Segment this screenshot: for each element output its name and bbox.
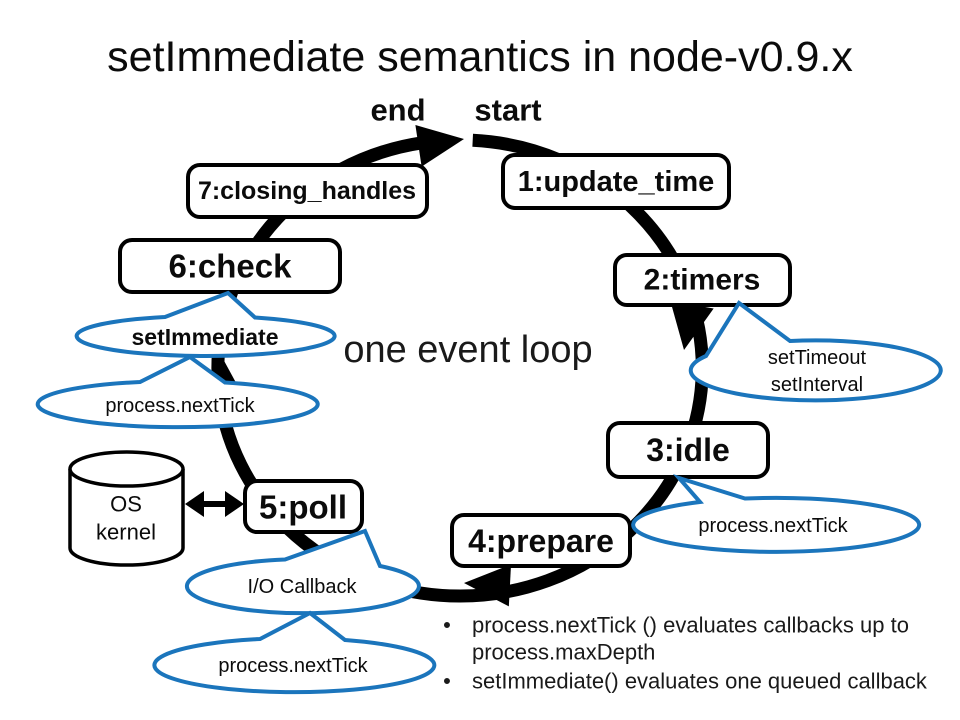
notes-list: • process.nextTick () evaluates callback…: [443, 613, 928, 694]
stage-box-check: [118, 238, 342, 294]
stage-label-timers: 2:timers: [644, 264, 761, 297]
bullet1-line2: process.maxDepth: [472, 640, 655, 665]
callout-check-nexttick-line1: process.nextTick: [105, 395, 255, 417]
stage-prepare: 4:prepare: [450, 513, 632, 568]
stage-timers: 2:timers: [613, 253, 792, 307]
callout-timers: setTimeout setInterval: [688, 300, 943, 403]
callout-poll-nexttick: process.nextTick: [152, 610, 437, 695]
cylinder-top: [68, 450, 185, 488]
loop-end-arrowhead-icon: [415, 125, 464, 167]
stage-poll: 5:poll: [243, 479, 364, 534]
bullet2-marker: •: [443, 669, 451, 694]
stage-idle: 3:idle: [606, 421, 770, 479]
center-caption: one event loop: [343, 329, 592, 371]
stage-update-time: 1:update_time: [501, 153, 731, 210]
double-arrow-right-head-icon: [225, 491, 244, 517]
stage-label-closing-handles: 7:closing_handles: [198, 177, 416, 205]
stage-label-idle: 3:idle: [646, 432, 730, 468]
page-title: setImmediate semantics in node-v0.9.x: [107, 33, 853, 81]
callout-check-nexttick-bubble: [35, 354, 320, 430]
kernel-poll-double-arrow: [185, 491, 244, 517]
callout-poll-io-bubble: [184, 528, 421, 616]
callout-idle-bubble: [631, 473, 922, 554]
cylinder-body: [68, 469, 185, 567]
callout-poll-io-line1: I/O Callback: [248, 576, 358, 598]
callout-poll-io: I/O Callback: [184, 528, 421, 616]
callout-idle-line1: process.nextTick: [698, 515, 848, 537]
callout-timers-line1: setTimeout: [768, 347, 867, 369]
stage-label-poll: 5:poll: [259, 489, 347, 526]
stage-closing-handles: 7:closing_handles: [186, 163, 429, 219]
stage-label-check: 6:check: [169, 248, 293, 285]
loop-right-arrowhead-icon: [670, 300, 714, 350]
callout-timers-bubble: [688, 300, 943, 403]
stage-check: 6:check: [118, 238, 342, 294]
callout-poll-nexttick-bubble: [152, 610, 437, 695]
os-kernel-cylinder: OS kernel: [68, 450, 185, 567]
callout-idle: process.nextTick: [631, 473, 922, 554]
kernel-label-line2: kernel: [96, 520, 156, 545]
loop-start-label: start: [474, 93, 541, 128]
callout-check-immediate-bubble: [74, 290, 337, 358]
callout-poll-nexttick-line1: process.nextTick: [218, 655, 368, 677]
stage-box-poll: [243, 479, 364, 534]
stage-box-prepare: [450, 513, 632, 568]
stage-box-idle: [606, 421, 770, 479]
callout-check-immediate-line1: setImmediate: [131, 324, 278, 350]
bullet1-marker: •: [443, 613, 451, 638]
stage-box-timers: [613, 253, 792, 307]
callout-check-immediate: setImmediate: [74, 290, 337, 358]
kernel-label-line1: OS: [110, 492, 142, 517]
loop-end-label: end: [370, 93, 425, 128]
callout-timers-line2: setInterval: [771, 374, 863, 396]
stage-box-update-time: [501, 153, 731, 210]
bullet2-line1: setImmediate() evaluates one queued call…: [472, 669, 928, 694]
stage-box-closing-handles: [186, 163, 429, 219]
callout-check-nexttick: process.nextTick: [35, 354, 320, 430]
double-arrow-left-head-icon: [185, 491, 204, 517]
stage-label-prepare: 4:prepare: [468, 523, 614, 559]
loop-bottom-arrowhead-icon: [464, 564, 512, 607]
stage-label-update-time: 1:update_time: [518, 166, 715, 198]
bullet1-line1: process.nextTick () evaluates callbacks …: [472, 613, 909, 638]
